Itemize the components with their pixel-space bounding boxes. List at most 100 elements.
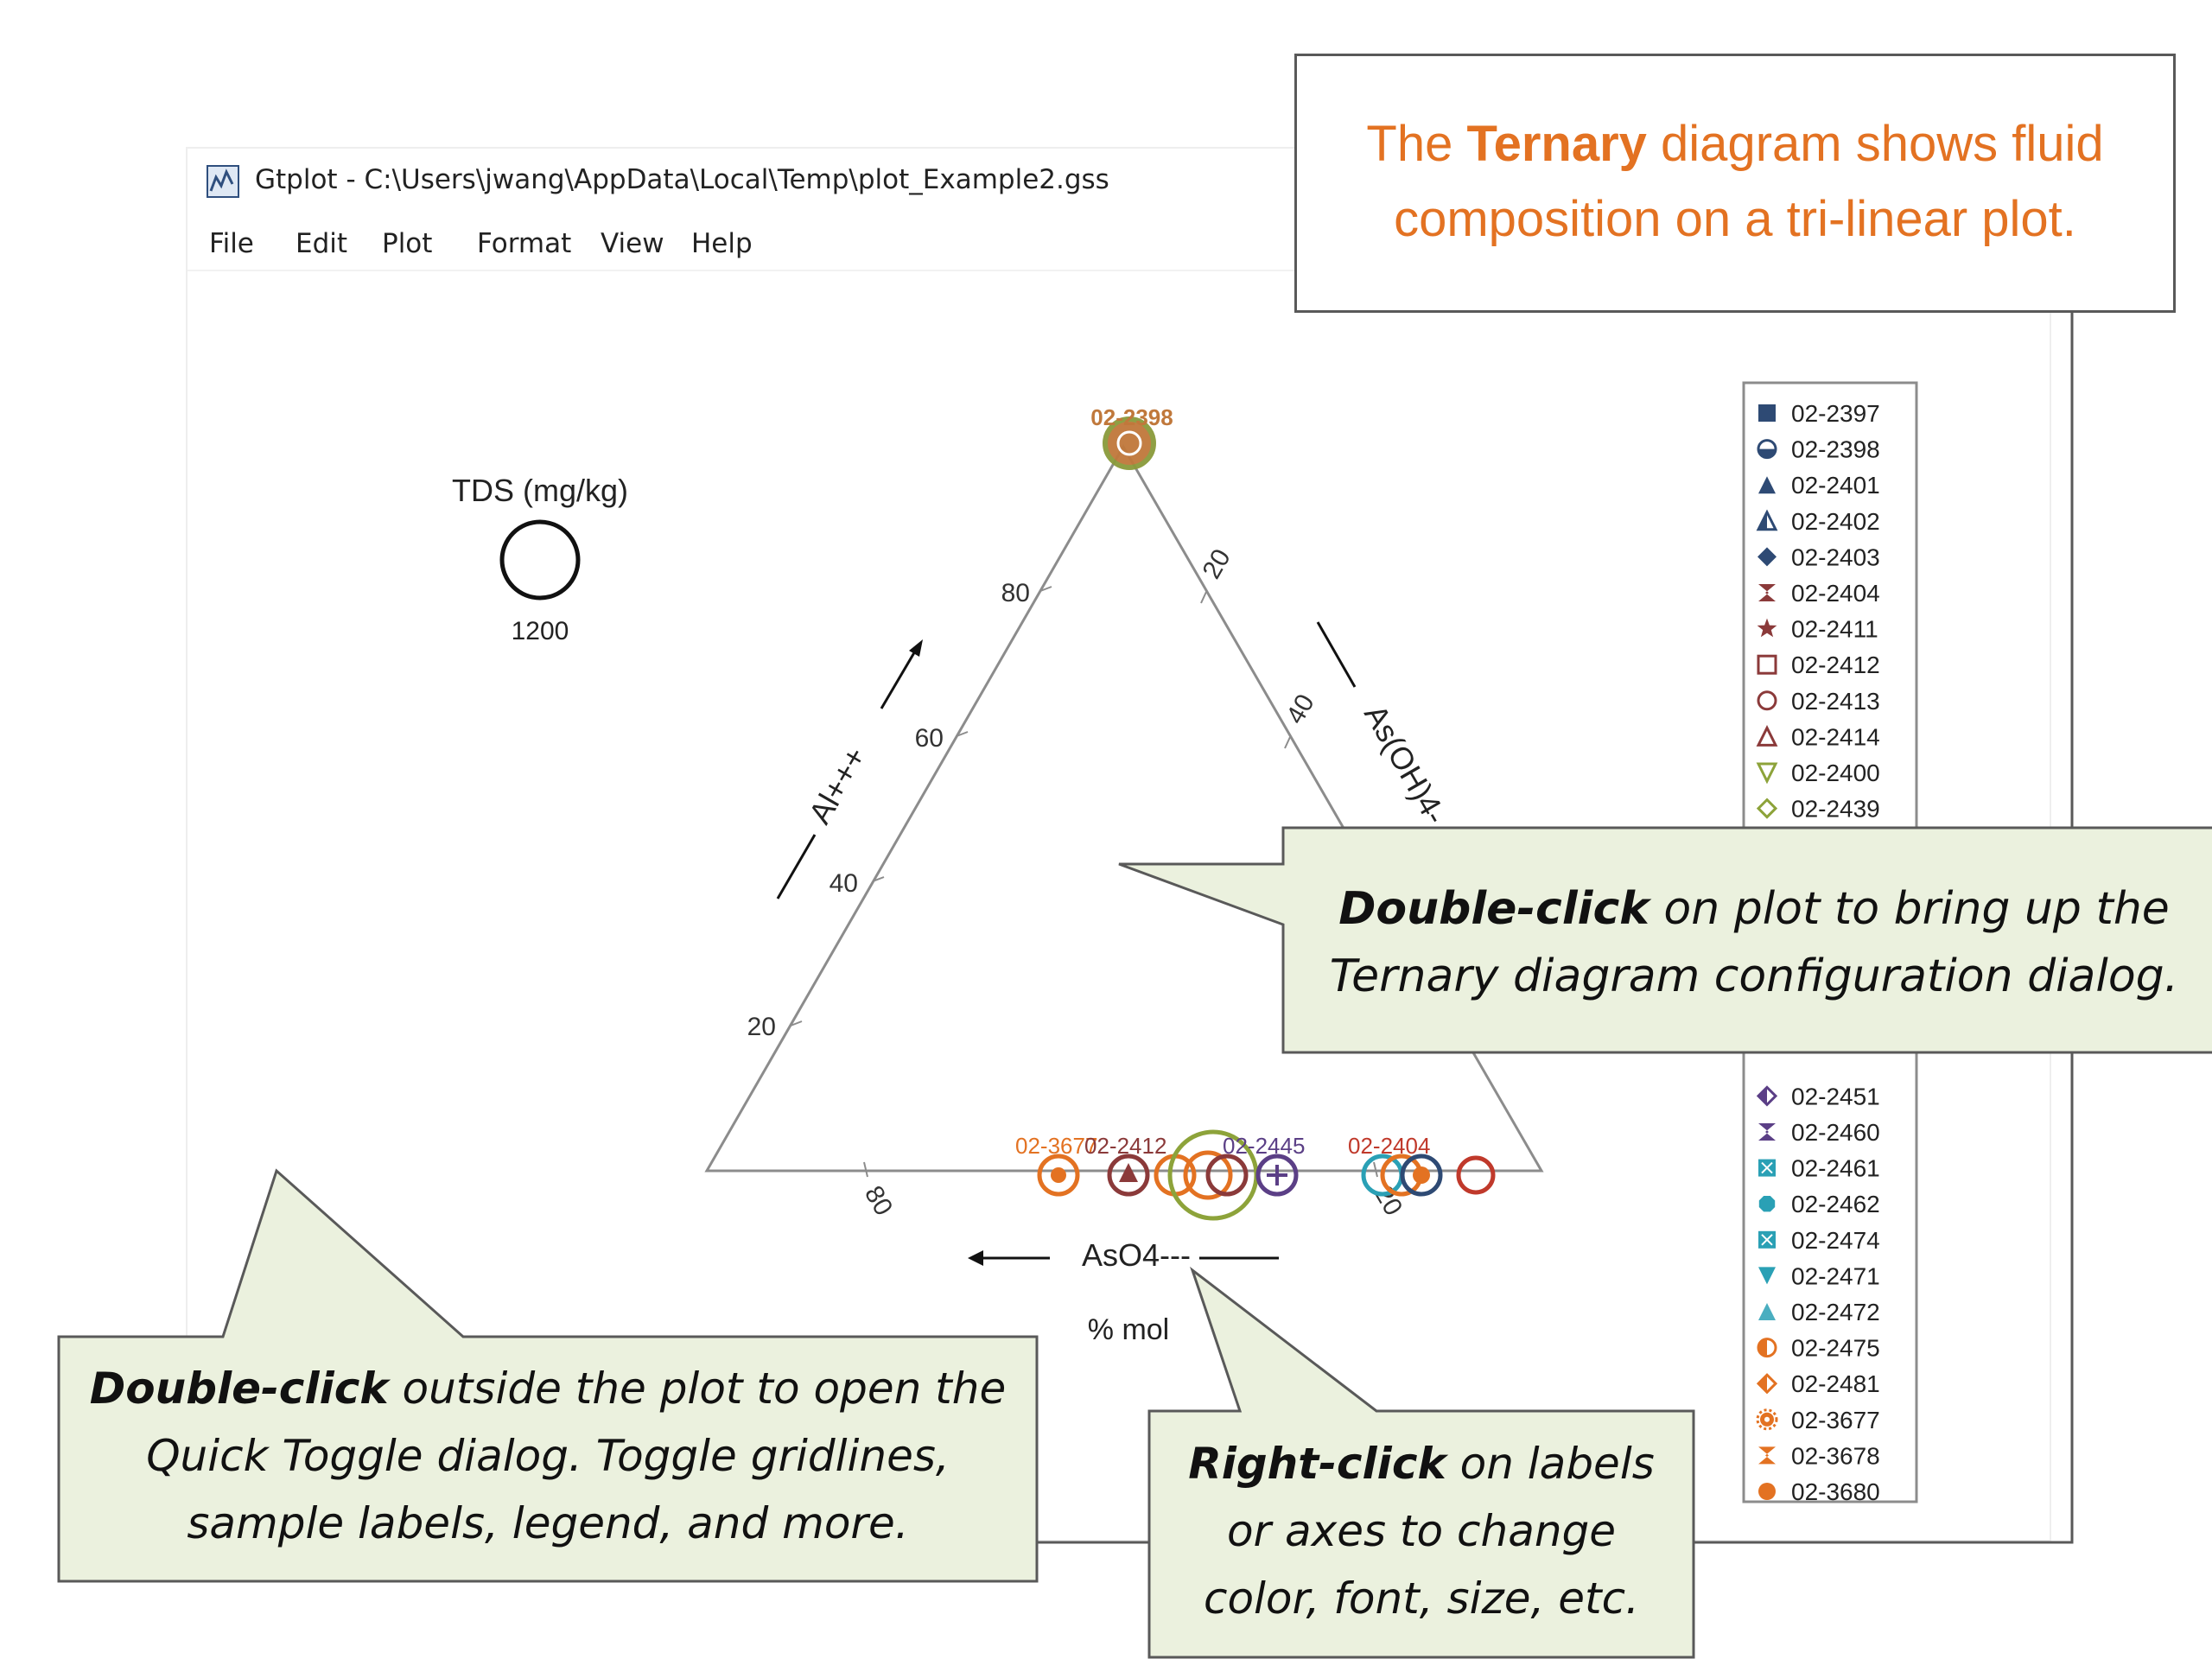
legend-label: 02-2471 xyxy=(1791,1262,1880,1289)
right-axis-ticks: 20 40 xyxy=(1197,544,1320,749)
legend-item[interactable]: 02-2462 xyxy=(1758,1191,1880,1217)
legend-label: 02-2400 xyxy=(1791,760,1880,786)
left-tick-80: 80 xyxy=(1001,579,1030,607)
legend-label: 02-2411 xyxy=(1791,616,1878,643)
legend-item[interactable]: 02-2460 xyxy=(1758,1119,1880,1146)
legend-label: 02-2412 xyxy=(1791,652,1880,678)
legend-item[interactable]: 02-2397 xyxy=(1758,400,1880,427)
legend-label: 02-2403 xyxy=(1791,543,1880,570)
legend-item[interactable]: 02-3678 xyxy=(1758,1442,1880,1469)
right-axis-title: As(OH)4- xyxy=(1357,699,1454,830)
menu-plot[interactable]: Plot xyxy=(382,228,433,259)
legend-label: 02-3678 xyxy=(1791,1442,1880,1469)
legend-item[interactable]: 02-2413 xyxy=(1757,688,1880,715)
legend-item[interactable]: 02-2461 xyxy=(1758,1155,1880,1182)
bottom-point-clusters[interactable]: 02-3677 02-2412 02-2445 02-2404 xyxy=(1015,1129,1496,1221)
legend-marker xyxy=(1758,476,1776,494)
units-label: % mol xyxy=(1088,1313,1169,1346)
legend-marker xyxy=(1756,509,1778,531)
legend-marker xyxy=(1757,690,1777,711)
title-bar[interactable]: Gtplot - C:\Users\jwang\AppData\Local\Te… xyxy=(188,149,2050,218)
legend-item[interactable]: 02-2402 xyxy=(1756,508,1880,535)
legend-label: 02-2451 xyxy=(1791,1083,1880,1109)
point-label-2404: 02-2404 xyxy=(1348,1133,1430,1159)
tds-key[interactable]: TDS (mg/kg) 1200 xyxy=(452,473,628,645)
legend-label: 02-2474 xyxy=(1791,1227,1880,1254)
legend-label: 02-2404 xyxy=(1791,580,1880,607)
legend-marker xyxy=(1756,1408,1778,1431)
legend-item[interactable]: 02-2401 xyxy=(1758,472,1880,499)
callout-labels-shape xyxy=(1147,1266,1695,1659)
title-callout: The Ternary diagram shows fluid composit… xyxy=(1294,54,2176,313)
callout-outside-text: Double-click outside the plot to open th… xyxy=(89,1363,1007,1548)
menu-help[interactable]: Help xyxy=(691,228,753,259)
legend-marker xyxy=(1758,1267,1776,1285)
legend-marker xyxy=(1758,547,1777,567)
apex-point-label: 02-2398 xyxy=(1090,404,1173,430)
window-title: Gtplot - C:\Users\jwang\AppData\Local\Te… xyxy=(255,164,1109,195)
legend-label: 02-2461 xyxy=(1791,1155,1880,1182)
title-callout-line1: The Ternary diagram shows fluid xyxy=(1366,116,2104,172)
title-callout-bold: Ternary xyxy=(1466,116,1647,172)
legend-item[interactable]: 02-3680 xyxy=(1758,1478,1880,1505)
legend-marker xyxy=(1758,1159,1776,1177)
ternary-frame xyxy=(704,443,1544,1173)
legend-item[interactable]: 02-2412 xyxy=(1757,652,1880,678)
legend-marker xyxy=(1758,1196,1776,1212)
menu-view[interactable]: View xyxy=(601,228,664,259)
legend-label: 02-2475 xyxy=(1791,1335,1880,1362)
legend-marker xyxy=(1758,1483,1776,1500)
legend-item[interactable]: 02-2474 xyxy=(1758,1227,1880,1254)
legend-marker xyxy=(1756,1373,1778,1395)
legend-item[interactable]: 02-2471 xyxy=(1758,1262,1880,1289)
legend-label: 02-2481 xyxy=(1791,1370,1880,1397)
menu-file[interactable]: File xyxy=(209,228,254,259)
right-tick-20: 20 xyxy=(1197,544,1236,583)
legend-marker xyxy=(1758,1446,1776,1465)
title-callout-line2: composition on a tri-linear plot. xyxy=(1394,191,2076,247)
legend-item[interactable]: 02-2451 xyxy=(1756,1083,1880,1109)
legend-item[interactable]: 02-2439 xyxy=(1756,796,1880,823)
left-tick-40: 40 xyxy=(830,869,858,898)
point-label-3677: 02-3677 xyxy=(1015,1133,1097,1159)
legend-label: 02-2472 xyxy=(1791,1299,1880,1325)
legend-items[interactable]: 02-2397 02-2398 02-2401 02-2402 02-2403 02-24… xyxy=(1756,400,1880,1505)
right-tick-40: 40 xyxy=(1281,690,1319,728)
legend-label: 02-2401 xyxy=(1791,472,1880,499)
bottom-axis-label[interactable]: AsO4--- % mol xyxy=(968,1237,1279,1346)
legend-marker xyxy=(1756,1085,1778,1107)
legend-item[interactable]: 02-2398 xyxy=(1757,436,1880,463)
legend-item[interactable]: 02-2414 xyxy=(1756,723,1880,750)
right-axis-label[interactable]: As(OH)4- xyxy=(1316,621,1454,830)
callout-plot-text: Double-click on plot to bring up the Ter… xyxy=(1329,883,2179,1002)
left-tick-20: 20 xyxy=(747,1013,776,1041)
bottom-tick-80: 80 xyxy=(859,1181,898,1220)
menu-format[interactable]: Format xyxy=(477,228,572,259)
legend-item[interactable]: 02-2404 xyxy=(1758,580,1880,607)
legend-marker xyxy=(1756,725,1778,747)
point-label-2445: 02-2445 xyxy=(1223,1133,1305,1159)
legend-label: 02-3680 xyxy=(1791,1478,1880,1505)
legend-item[interactable]: 02-2481 xyxy=(1756,1370,1880,1397)
callout-outside-shape xyxy=(57,1168,1039,1583)
legend-item[interactable]: 02-2475 xyxy=(1757,1335,1880,1362)
legend-item[interactable]: 02-2400 xyxy=(1756,760,1880,786)
tds-size-circle xyxy=(499,519,581,601)
legend-label: 02-2397 xyxy=(1791,400,1880,427)
legend-item[interactable]: 02-3677 xyxy=(1756,1407,1880,1433)
legend-item[interactable]: 02-2472 xyxy=(1758,1299,1880,1325)
menu-edit[interactable]: Edit xyxy=(296,228,348,259)
legend-marker xyxy=(1758,1230,1776,1249)
legend-marker xyxy=(1758,404,1776,422)
legend-item[interactable]: 02-2403 xyxy=(1758,543,1880,570)
apex-point-cluster[interactable]: 02-2398 xyxy=(1090,404,1173,470)
title-connector-line xyxy=(1694,311,2074,1544)
legend-item[interactable]: 02-2411 xyxy=(1757,616,1878,643)
legend-marker xyxy=(1758,584,1776,601)
legend-marker xyxy=(1757,1338,1777,1358)
left-tick-60: 60 xyxy=(915,724,944,753)
tds-value: 1200 xyxy=(512,617,569,645)
left-axis-label[interactable]: Al+++ xyxy=(776,639,923,899)
bottom-axis-title: AsO4--- xyxy=(1082,1237,1191,1273)
